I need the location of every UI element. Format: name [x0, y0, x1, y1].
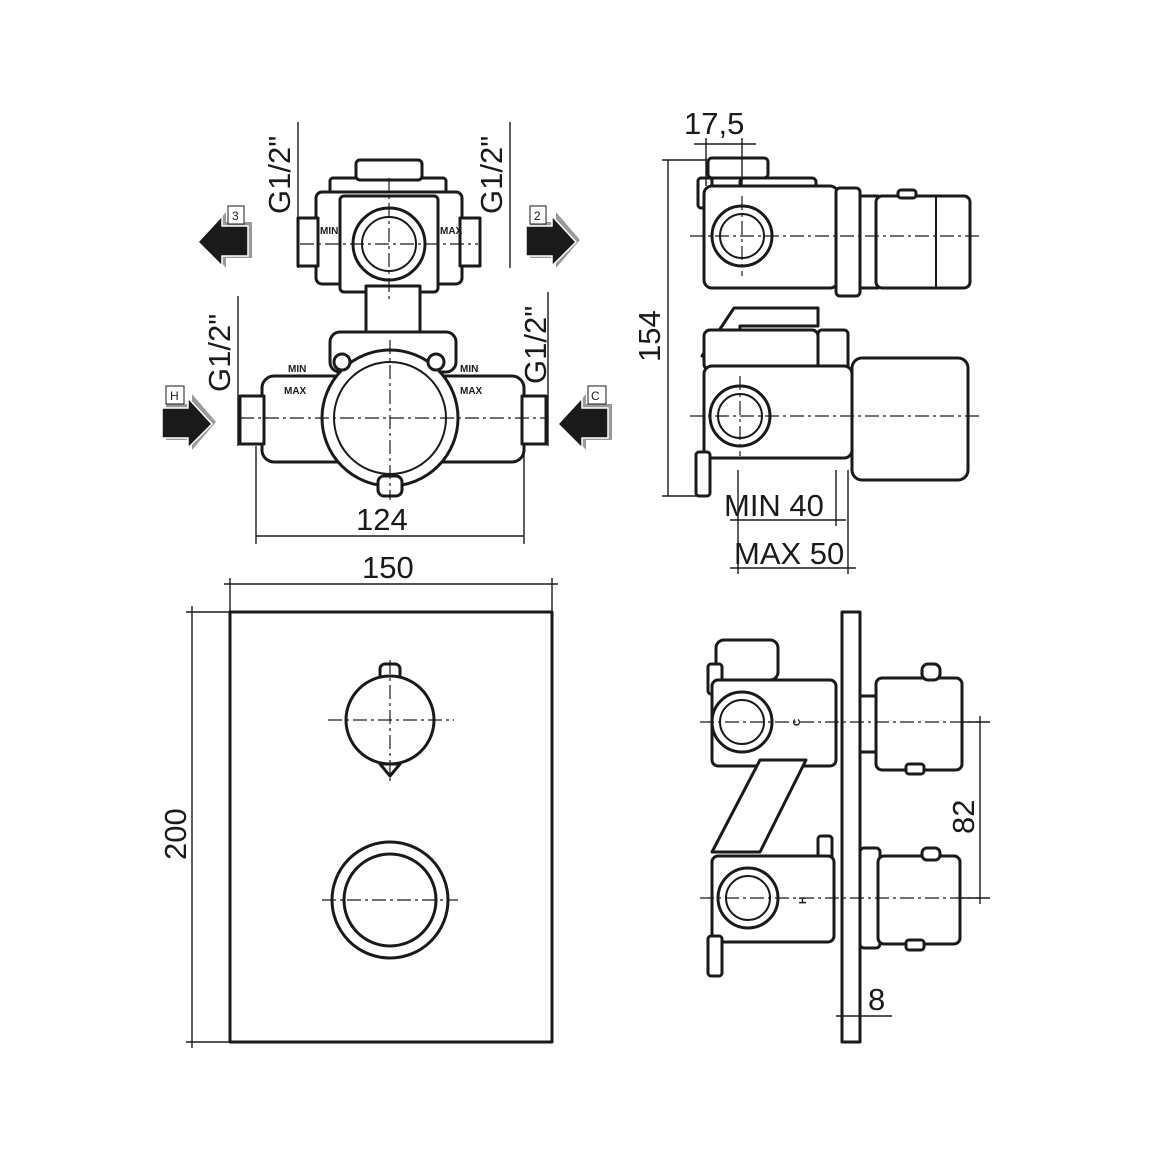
dimension-124-label: 124 — [356, 502, 408, 537]
valve-front-view: MIN MAX MIN MIN MAX MAX — [238, 158, 548, 500]
dimension-min-label: MIN 40 — [724, 488, 824, 523]
dimension-200-label: 200 — [158, 808, 193, 860]
marking-c: C — [792, 719, 803, 726]
assembled-dimensions: 82 8 — [836, 716, 990, 1022]
arrow-outlet-2: 2 — [525, 205, 580, 268]
port-tag-3: 3 — [232, 209, 239, 223]
thread-label: G1/2" — [518, 306, 553, 384]
cover-plate-front — [228, 610, 554, 1044]
thread-label: G1/2" — [202, 314, 237, 392]
port-tag-h: H — [170, 389, 179, 403]
dimension-17-5-label: 17,5 — [684, 106, 744, 141]
assembled-side-view: C H — [700, 610, 980, 1044]
plate-dimensions: 150 200 — [158, 550, 558, 1048]
port-tag-c: C — [591, 389, 600, 403]
dimension-150-label: 150 — [362, 550, 414, 585]
marking-min: MIN — [460, 364, 478, 375]
valve-side-view — [690, 156, 980, 498]
dimension-max-label: MAX 50 — [734, 536, 844, 571]
port-tag-2: 2 — [534, 209, 541, 223]
marking-max: MAX — [460, 386, 483, 397]
thread-dimensions: G1/2" G1/2" G1/2" G1/2" — [202, 122, 553, 446]
arrow-inlet-hot: H — [161, 385, 216, 450]
marking-max: MAX — [440, 226, 463, 237]
arrow-inlet-cold: C — [556, 385, 612, 450]
thread-label: G1/2" — [262, 136, 297, 214]
marking-h: H — [798, 897, 809, 904]
marking-min: MIN — [288, 364, 306, 375]
port-arrows: 3 2 H C — [161, 205, 612, 450]
dimension-82-label: 82 — [946, 800, 981, 834]
side-dimensions: 17,5 154 MIN 40 MAX 50 — [632, 106, 856, 574]
arrow-outlet-3: 3 — [196, 205, 252, 268]
dimension-124: 124 — [255, 446, 525, 544]
thread-label: G1/2" — [474, 136, 509, 214]
dimension-8-label: 8 — [868, 982, 885, 1017]
marking-min: MIN — [320, 226, 338, 237]
marking-max: MAX — [284, 386, 307, 397]
dimension-154-label: 154 — [632, 310, 667, 362]
